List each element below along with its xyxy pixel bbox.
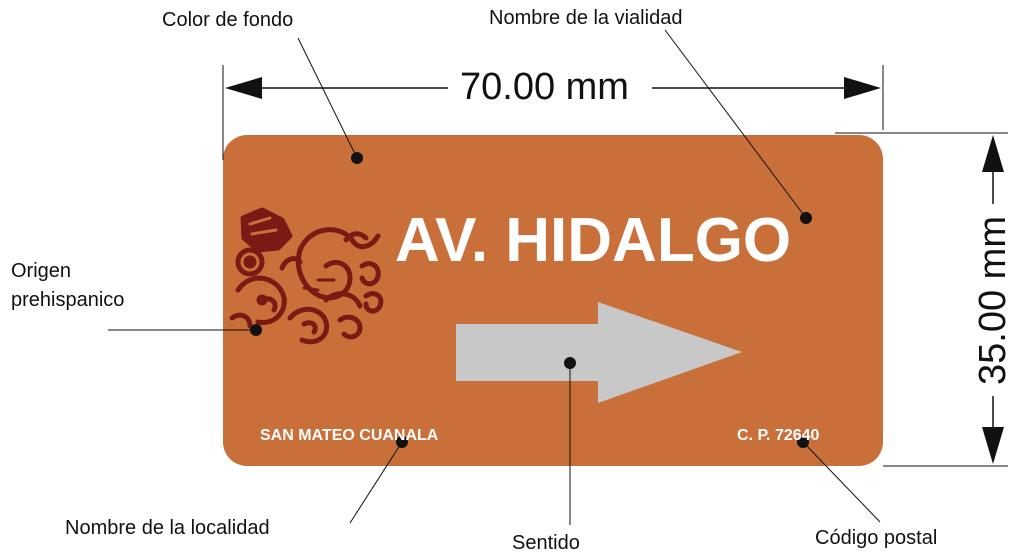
direction-arrow-icon (456, 302, 742, 403)
origin-label-line1: Origen (11, 260, 72, 282)
prehispanic-glyph-icon (229, 207, 384, 345)
background-color-label: Color de fondo (162, 9, 294, 31)
street-name-label: Nombre de la vialidad (489, 7, 683, 29)
direction-label: Sentido (512, 532, 580, 554)
sign-background (223, 135, 883, 466)
postal-code-label: Código postal (815, 527, 938, 549)
street-name-text: AV. HIDALGO (395, 206, 792, 275)
locality-text: SAN MATEO CUANALA (260, 427, 439, 444)
height-dimension-label: 35.00 mm (971, 215, 1010, 385)
width-dimension-label: 70.00 mm (460, 66, 629, 108)
locality-name-label: Nombre de la localidad (65, 517, 270, 539)
postal-code-text: C. P. 72640 (737, 427, 820, 444)
origin-label-line2: prehispanico (11, 289, 125, 311)
